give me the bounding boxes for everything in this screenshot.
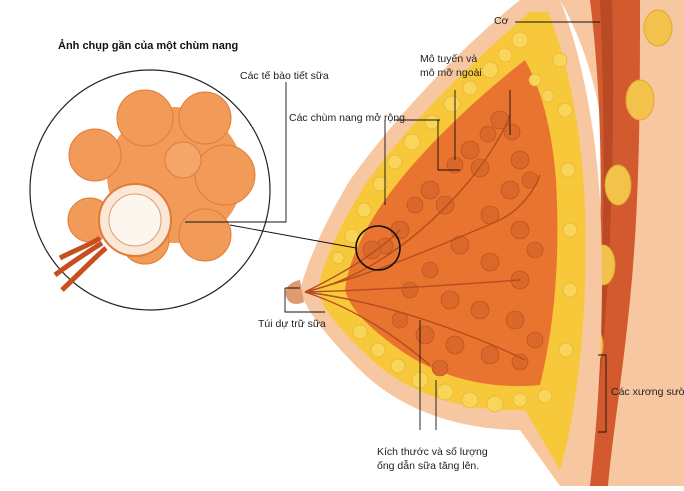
label-milk-sac: Túi dự trữ sữa [258,318,326,331]
label-enlarged-lobules: Các chùm nang mở rộng [289,112,405,125]
label-ducts-1: Kích thước và số lượng [377,446,488,459]
inset-title: Ảnh chụp gần của một chùm nang [58,40,238,53]
label-ribs: Các xương sườn [611,386,684,399]
label-muscle: Cơ [494,15,508,28]
label-ducts-2: ống dẫn sữa tăng lên. [377,460,479,473]
nipple [286,280,304,304]
rib [626,80,654,120]
label-secretory-cells: Các tế bào tiết sữa [240,70,329,83]
label-glandular-tissue-1: Mô tuyến và [420,53,477,66]
label-glandular-tissue-2: mô mỡ ngoài [420,67,482,80]
rib [605,165,631,205]
rib [644,10,672,46]
